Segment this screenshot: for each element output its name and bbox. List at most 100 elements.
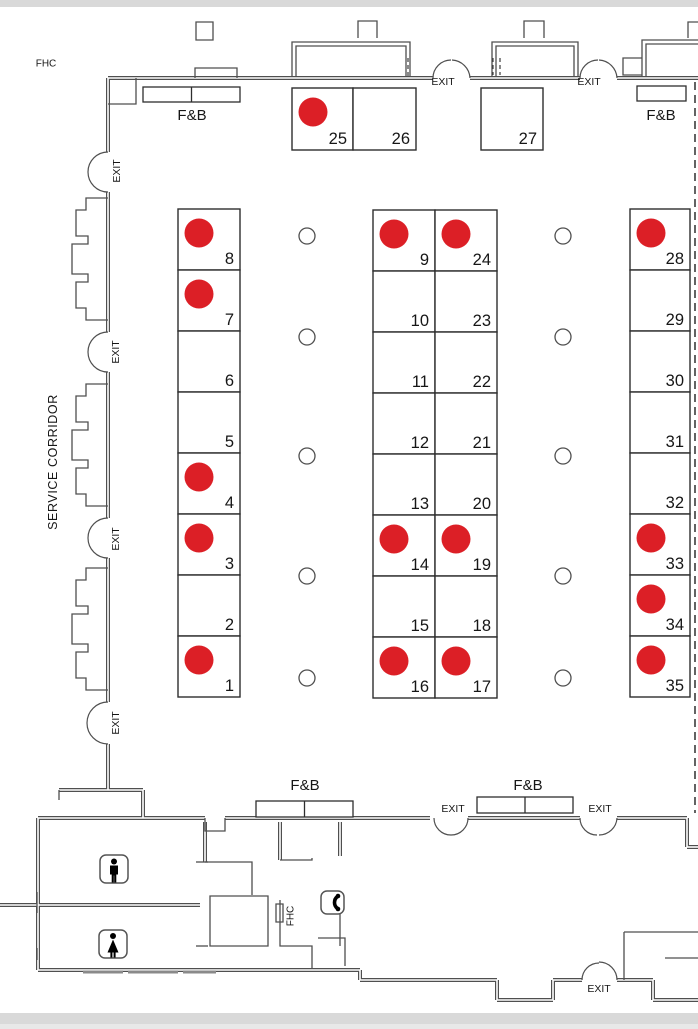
column-pillar — [554, 567, 572, 585]
booth-13[interactable] — [372, 453, 436, 516]
wall-detail — [645, 43, 698, 77]
wall-details — [36, 20, 698, 980]
door-swing-arc — [598, 961, 618, 981]
booth-number-10: 10 — [411, 312, 429, 330]
occupied-dot-25 — [298, 97, 328, 127]
fb-counters — [142, 85, 687, 818]
wall-detail — [622, 57, 642, 76]
booth-27[interactable] — [480, 87, 544, 151]
wall-detail — [687, 21, 698, 38]
fhc-bottom-label: FHC — [286, 906, 297, 927]
booth-22[interactable] — [434, 331, 498, 394]
occupied-dot-7 — [184, 279, 214, 309]
door-swings — [86, 59, 618, 981]
hall-floor — [0, 7, 698, 1013]
column-pillar — [298, 328, 316, 346]
wall-detail — [71, 197, 108, 321]
occupied-dot-35 — [636, 645, 666, 675]
column-pillar — [298, 567, 316, 585]
booth-number-20: 20 — [473, 495, 491, 513]
door-swing-arc — [598, 59, 618, 79]
booth-31[interactable] — [629, 391, 691, 454]
booth-number-23: 23 — [473, 312, 491, 330]
mens-restroom-icon — [99, 854, 129, 884]
booth-12[interactable] — [372, 392, 436, 455]
occupied-dot-8 — [184, 218, 214, 248]
booth-11[interactable] — [372, 331, 436, 394]
booth-number-27: 27 — [519, 130, 537, 148]
wall-detail — [71, 383, 108, 507]
column-pillar — [298, 669, 316, 687]
booth-number-19: 19 — [473, 556, 491, 574]
booth-10[interactable] — [372, 270, 436, 333]
walls — [0, 76, 698, 1002]
booth-21[interactable] — [434, 392, 498, 455]
booths: 8765432191011121314151624232221201918172… — [177, 87, 691, 699]
booth-23[interactable] — [434, 270, 498, 333]
wall-detail — [209, 895, 269, 947]
booth-number-3: 3 — [225, 555, 234, 573]
telephone-icon — [320, 890, 345, 915]
booth-number-31: 31 — [666, 433, 684, 451]
booth-18[interactable] — [434, 575, 498, 638]
fb-label: F&B — [646, 107, 675, 124]
door-swing-arc — [87, 351, 109, 373]
booth-15[interactable] — [372, 575, 436, 638]
door-swing-arc — [433, 817, 452, 836]
booth-32[interactable] — [629, 452, 691, 515]
booth-number-32: 32 — [666, 494, 684, 512]
wall-detail — [280, 858, 313, 861]
booth-26[interactable] — [352, 87, 417, 151]
fb-counter — [636, 85, 687, 102]
exit-label-vertical: EXIT — [111, 159, 123, 183]
wall-detail — [194, 67, 238, 78]
booth-number-24: 24 — [473, 251, 491, 269]
booth-number-25: 25 — [329, 130, 347, 148]
door-swing-arc — [579, 59, 599, 79]
booth-number-35: 35 — [666, 677, 684, 695]
exit-label-vertical: EXIT — [110, 340, 122, 364]
booth-30[interactable] — [629, 330, 691, 393]
wall-detail — [295, 45, 407, 77]
column-pillar — [298, 447, 316, 465]
exit-label: EXIT — [431, 76, 455, 88]
column-pillar — [554, 227, 572, 245]
door-swing-arc — [432, 59, 452, 79]
booth-29[interactable] — [629, 269, 691, 332]
wall-detail — [204, 818, 226, 832]
occupied-dot-34 — [636, 584, 666, 614]
door-swing-arc — [87, 537, 109, 559]
occupied-dot-33 — [636, 523, 666, 553]
wall-detail — [108, 78, 137, 105]
exit-label: EXIT — [587, 983, 611, 995]
booth-number-26: 26 — [392, 130, 410, 148]
booth-2[interactable] — [177, 574, 241, 637]
door-swing-arc — [579, 817, 598, 836]
exit-label: EXIT — [577, 76, 601, 88]
booth-number-8: 8 — [225, 250, 234, 268]
booth-20[interactable] — [434, 453, 498, 516]
door-swing-arc — [86, 701, 109, 724]
fhc-top-label: FHC — [36, 59, 57, 70]
booth-number-18: 18 — [473, 617, 491, 635]
booth-number-15: 15 — [411, 617, 429, 635]
door-swing-arc — [450, 817, 469, 836]
booth-number-22: 22 — [473, 373, 491, 391]
booth-number-17: 17 — [473, 678, 491, 696]
door-swing-arc — [86, 722, 109, 745]
booth-number-28: 28 — [666, 250, 684, 268]
column-pillar — [298, 227, 316, 245]
booth-number-13: 13 — [411, 495, 429, 513]
wall-detail — [491, 41, 579, 77]
booth-number-11: 11 — [412, 373, 429, 391]
door-swing-arc — [451, 59, 471, 79]
booth-number-9: 9 — [420, 251, 429, 269]
occupied-dot-3 — [184, 523, 214, 553]
door-swing-arc — [87, 171, 109, 193]
booth-number-29: 29 — [666, 311, 684, 329]
column-pillar — [554, 328, 572, 346]
occupied-dot-19 — [441, 524, 471, 554]
occupied-dot-4 — [184, 462, 214, 492]
